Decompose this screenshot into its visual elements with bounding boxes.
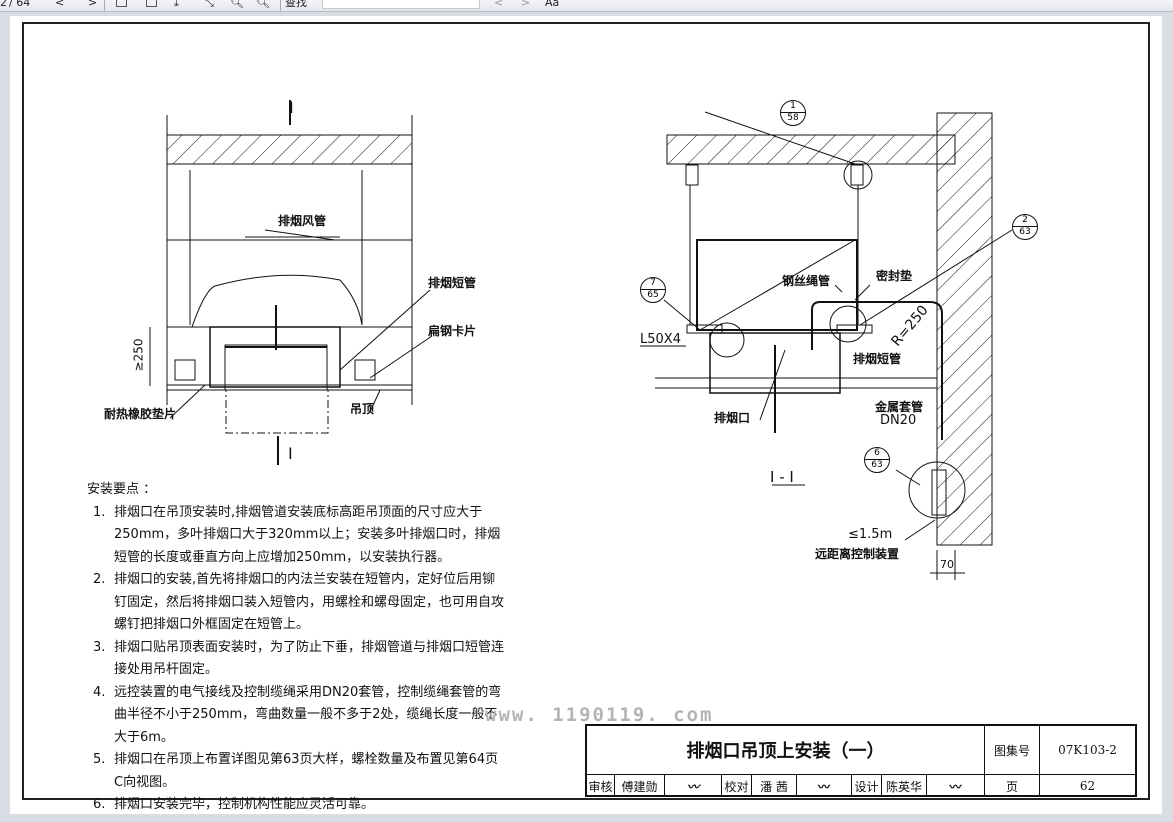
label-wire-rope-tube: 钢丝绳管	[782, 274, 831, 288]
label-dim-70: 70	[940, 558, 954, 571]
drawing-title: 排烟口吊顶上安装（一）	[587, 726, 985, 775]
note-text: 排烟口贴吊顶表面安装时，为了防止下垂，排烟管道与排烟口短管连接处用吊杆固定。	[114, 639, 505, 678]
note-item: 1. 排烟口在吊顶安装时,排烟管道安装底标高距吊顶面的尺寸应大于250mm，多叶排…	[93, 502, 504, 570]
checker-name: 潘 茜	[752, 775, 797, 797]
find-next-button[interactable]: >	[521, 0, 531, 9]
note-item: 3. 排烟口贴吊顶表面安装时，为了防止下垂，排烟管道与排烟口短管连接处用吊杆固定。	[93, 637, 504, 682]
note-number: 2.	[93, 572, 106, 587]
fit-width-icon[interactable]: ⤓	[174, 0, 179, 9]
note-text: 排烟口在吊顶上布置详图见第63页大样，螺栓数量及布置见第64页C向视图。	[114, 752, 499, 790]
installation-notes: 安装要点 ： 1. 排烟口在吊顶安装时,排烟管道安装底标高距吊顶面的尺寸应大于25…	[87, 479, 504, 817]
label-sleeve-size: DN20	[880, 413, 917, 428]
atlas-label: 图集号	[985, 726, 1040, 775]
note-text: 远控装置的电气接线及控制缆绳采用DN20套管，控制缆绳套管的弯曲半径不小于250…	[114, 684, 502, 745]
right-section-drawing	[640, 111, 1013, 580]
label-short-pipe: 排烟短管	[428, 276, 477, 290]
note-text: 排烟口在吊顶安装时,排烟管道安装底标高距吊顶面的尺寸应大于250mm，多叶排烟口…	[114, 504, 501, 565]
label-metal-sleeve: 金属套管	[875, 400, 924, 414]
label-ceiling: 吊顶	[350, 402, 375, 416]
reviewer-signature: 〰	[665, 775, 722, 797]
note-item: 6. 排烟口安装完毕，控制机构性能应灵活可靠。	[93, 794, 504, 817]
prev-page-button[interactable]: <	[55, 0, 65, 9]
check-label: 校对	[722, 775, 752, 797]
viewer-toolbar: 2 / 64 < > ⤓ ⤡ 🔍︎ 🔍︎ 查找 < > Aa	[0, 0, 1173, 12]
note-text: 排烟口的安装,首先将排烟口的内法兰安装在短管内，定好位后用铆钉固定，然后将排烟口…	[114, 572, 505, 632]
title-block: 排烟口吊顶上安装（一） 图集号 07K103-2 审核 傅建勋 〰 校对 潘 茜…	[585, 724, 1137, 797]
section-mark-top: I	[289, 98, 294, 117]
section-title: I - I	[770, 468, 794, 486]
fit-page-icon[interactable]: ⤡	[205, 0, 214, 9]
note-number: 5.	[93, 752, 106, 767]
label-short-pipe-right: 排烟短管	[853, 352, 902, 366]
left-section-drawing	[149, 100, 433, 465]
atlas-number: 07K103-2	[1040, 726, 1135, 775]
checker-signature: 〰	[797, 775, 852, 797]
page-number-input[interactable]: 2	[0, 0, 7, 9]
next-page-button[interactable]: >	[88, 0, 98, 9]
watermark: www. 1190119. com	[485, 704, 714, 726]
label-seal: 密封垫	[876, 269, 913, 283]
note-item: 2. 排烟口的安装,首先将排烟口的内法兰安装在短管内，定好位后用铆钉固定，然后将排…	[93, 569, 504, 637]
match-case-button[interactable]: Aa	[545, 0, 560, 9]
page-total: / 64	[9, 0, 31, 9]
label-exhaust-duct: 排烟风管	[278, 214, 327, 228]
find-input[interactable]	[322, 0, 480, 9]
note-item: 4. 远控装置的电气接线及控制缆绳采用DN20套管，控制缆绳套管的弯曲半径不小于2…	[93, 682, 504, 750]
note-number: 3.	[93, 639, 106, 655]
designer-name: 陈英华	[882, 775, 927, 797]
find-prev-button[interactable]: <	[494, 0, 504, 9]
note-item: 5. 排烟口在吊顶上布置详图见第63页大样，螺栓数量及布置见第64页C向视图。	[93, 749, 504, 794]
design-label: 设计	[852, 775, 882, 797]
page-label: 页	[985, 775, 1040, 797]
review-label: 审核	[587, 775, 615, 797]
notes-heading: 安装要点 ：	[87, 482, 157, 497]
single-page-icon[interactable]	[116, 0, 127, 7]
designer-signature: 〰	[927, 775, 985, 797]
note-number: 6.	[93, 797, 106, 812]
drawing-frame	[22, 22, 1150, 800]
note-number: 1.	[93, 504, 106, 520]
zoom-out-icon[interactable]: 🔍︎	[256, 0, 270, 9]
label-min-height: ≥250	[131, 338, 146, 372]
label-flat-steel-clip: 扁钢卡片	[428, 324, 477, 338]
label-angle-steel: L50X4	[640, 332, 681, 347]
note-number: 4.	[93, 684, 106, 700]
page-number: 62	[1079, 779, 1096, 793]
zoom-in-icon[interactable]: 🔍︎	[230, 0, 244, 9]
note-text: 排烟口安装完毕，控制机构性能应灵活可靠。	[114, 797, 375, 812]
reviewer-name: 傅建勋	[615, 775, 665, 797]
label-max-height: ≤1.5m	[848, 527, 893, 542]
two-page-icon[interactable]	[146, 0, 157, 7]
label-remote-control: 远距离控制装置	[815, 547, 900, 561]
label-smoke-outlet: 排烟口	[714, 411, 751, 425]
section-mark-bottom: I	[288, 444, 293, 463]
label-rubber-gasket: 耐热橡胶垫片	[104, 407, 177, 421]
find-label: 查找	[285, 0, 307, 9]
